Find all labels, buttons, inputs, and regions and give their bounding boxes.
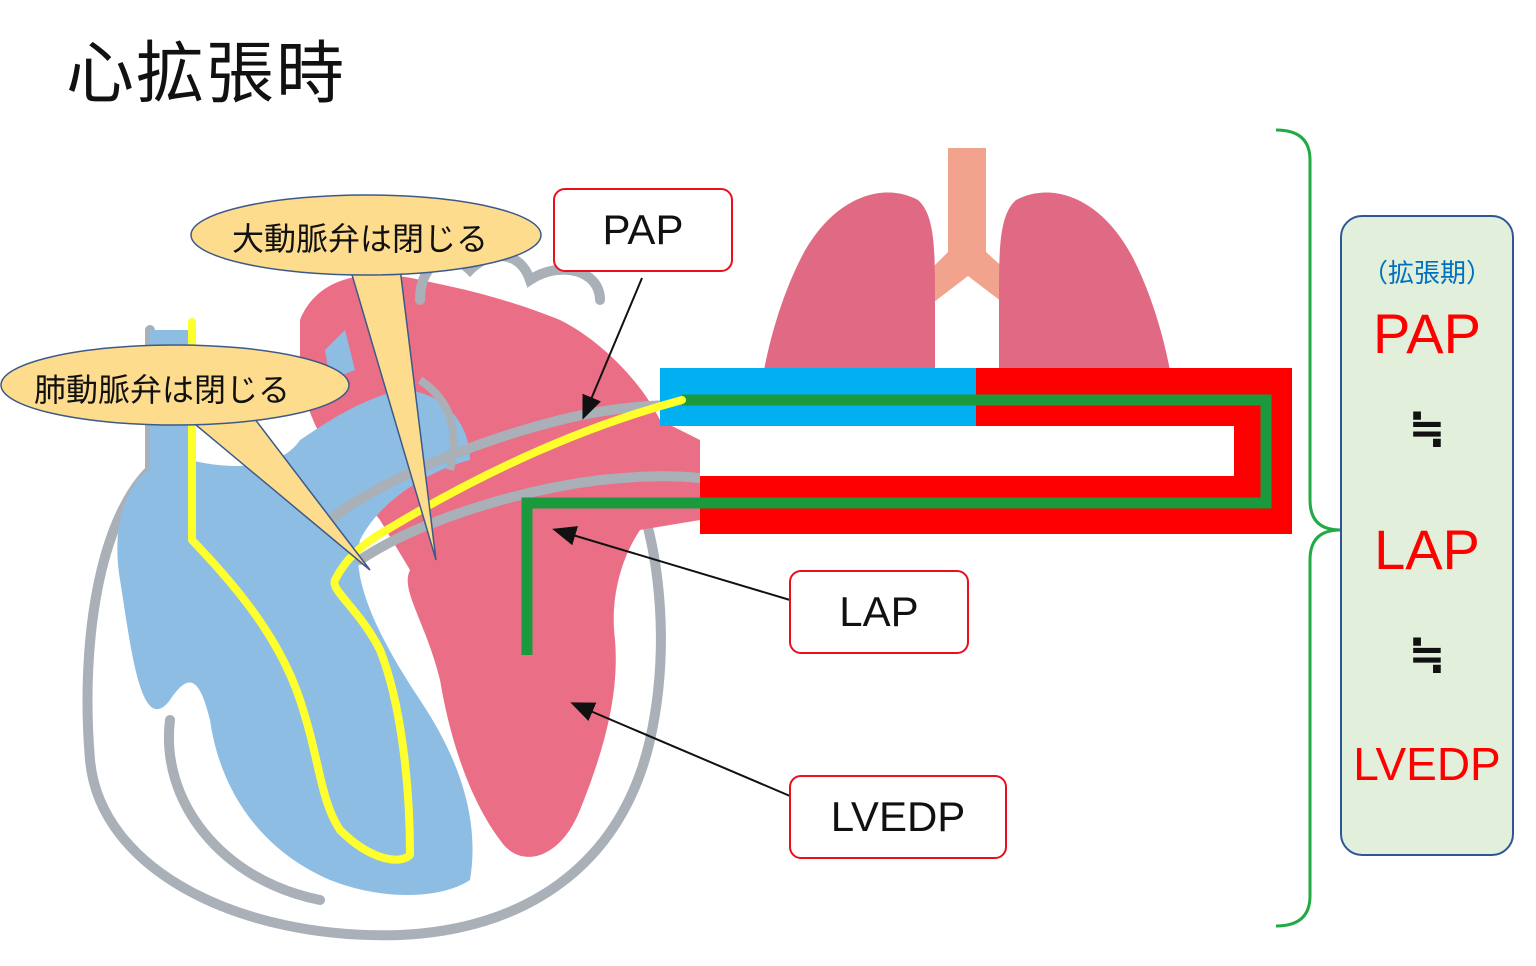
summary-lap: LAP [1374, 518, 1480, 581]
pulmonary-vein-outline [355, 471, 705, 565]
pap-label-box: PAP [553, 188, 733, 272]
pulmonary-artery-outline [325, 400, 685, 525]
aortic-valve-callout [190, 194, 542, 561]
lvedp-label: LVEDP [830, 793, 966, 840]
lap-pointer-arrow [552, 526, 791, 601]
aortic-valve-callout-text: 大動脈弁は閉じる [232, 220, 489, 258]
summary-panel: （拡張期） PAP ≒ LAP ≒ LVEDP [1340, 215, 1514, 856]
summary-lvedp: LVEDP [1353, 738, 1501, 790]
lap-label: LAP [839, 588, 919, 635]
tube-inner-gap [700, 426, 1234, 476]
pap-pointer-arrow [582, 277, 643, 420]
summary-approx-equal-2: ≒ [1408, 629, 1446, 680]
pap-label: PAP [602, 206, 684, 253]
pulmonary-callout-bubble [0, 344, 350, 426]
yellow-catheter-line [188, 318, 686, 864]
right-heart-chambers [117, 330, 473, 895]
aortic-callout-bubble [190, 194, 542, 276]
summary-approx-equal-1: ≒ [1408, 403, 1446, 454]
septum-outline [417, 376, 458, 471]
pulmonary-valve-callout-text: 肺動脈弁は閉じる [34, 371, 291, 409]
lvedp-pointer-arrow [570, 702, 791, 797]
pulmonary-valve-callout [0, 344, 371, 571]
page-title: 心拡張時 [66, 35, 347, 114]
lvedp-label-box: LVEDP [789, 775, 1007, 859]
summary-pap: PAP [1373, 302, 1481, 365]
summary-caption: （拡張期） [1361, 259, 1492, 289]
lap-label-box: LAP [789, 570, 969, 654]
pressure-pathway [188, 318, 1292, 864]
green-catheter-line [521, 394, 1272, 655]
trachea [928, 148, 1008, 302]
heart-outline [82, 325, 705, 941]
heart-inner-outline [163, 715, 325, 905]
